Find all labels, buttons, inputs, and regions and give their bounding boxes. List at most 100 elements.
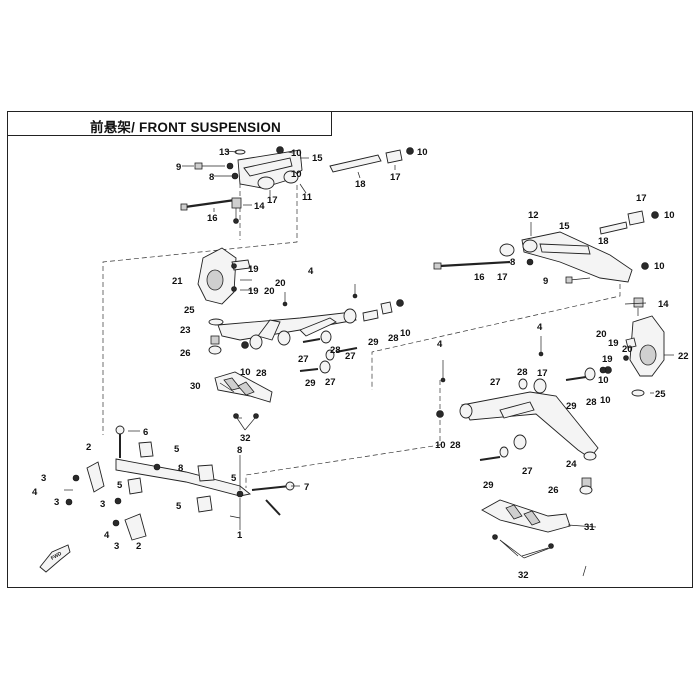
callout: 11 — [302, 192, 313, 203]
page-title: 前悬架/ FRONT SUSPENSION — [90, 120, 281, 135]
fwd-label: FWD — [50, 551, 63, 562]
callout: 10 — [240, 367, 251, 378]
callout: 9 — [176, 162, 181, 173]
callout: 17 — [390, 172, 401, 183]
callout: 22 — [678, 351, 689, 362]
callout: 28 — [256, 368, 267, 379]
callout: 27 — [490, 377, 501, 388]
callout: 2 — [86, 442, 91, 453]
callout: 25 — [655, 389, 666, 400]
callout: 10 — [291, 169, 302, 180]
callout: 17 — [537, 368, 548, 379]
callout: 31 — [584, 522, 595, 533]
callout: 10 — [400, 328, 411, 339]
left-upper-arm-group — [180, 146, 414, 224]
callout: 29 — [483, 480, 494, 491]
callout: 19 — [602, 354, 613, 365]
callout: 19 — [248, 264, 259, 275]
callout: 13 — [219, 147, 230, 158]
callout: 20 — [622, 344, 633, 355]
left-upper-bushing — [283, 170, 299, 184]
callout: 7 — [304, 482, 309, 493]
callout: 9 — [543, 276, 548, 287]
callout: 8 — [237, 445, 242, 456]
callout: 1 — [237, 530, 243, 541]
callout: 5 — [231, 473, 237, 484]
callout: 14 — [658, 299, 669, 310]
left-upper-shaft — [329, 154, 382, 173]
callout: 26 — [180, 348, 191, 359]
callout: 2 — [136, 541, 141, 552]
right-upper-a-arm — [521, 231, 633, 283]
callout: 10 — [654, 261, 665, 272]
callout: 32 — [240, 433, 251, 444]
callout: 27 — [522, 466, 533, 477]
leader-lines — [128, 150, 674, 577]
left-upper-bushing — [257, 176, 275, 190]
left-upper-sleeve — [385, 149, 403, 164]
callout: 28 — [450, 440, 461, 451]
left-knuckle-hub-bore — [206, 269, 224, 291]
callout: 4 — [537, 322, 543, 333]
left-upper-arm-cross — [243, 157, 293, 177]
callout: 6 — [143, 427, 148, 438]
callout: 27 — [345, 351, 356, 362]
callout: 17 — [267, 195, 278, 206]
callout: 10 — [598, 375, 609, 386]
callout: 5 — [176, 501, 182, 512]
callout: 24 — [566, 459, 577, 470]
callout: 14 — [254, 201, 265, 212]
callout: 10 — [435, 440, 446, 451]
fwd-arrow-icon — [39, 544, 71, 573]
left-lower-bushing — [249, 334, 263, 350]
fwd-arrow: FWD — [39, 544, 71, 573]
title-box — [7, 111, 332, 136]
callout: 4 — [437, 339, 443, 350]
callout: 17 — [636, 193, 647, 204]
callout: 20 — [275, 278, 286, 289]
callout: 4 — [308, 266, 314, 277]
callout: 25 — [184, 305, 195, 316]
callout: 3 — [114, 541, 119, 552]
callout: 27 — [325, 377, 336, 388]
callout: 8 — [510, 257, 515, 268]
callout: 10 — [291, 148, 302, 159]
callout: 3 — [100, 499, 105, 510]
callout: 16 — [474, 272, 485, 283]
callout: 10 — [417, 147, 428, 158]
callout: 15 — [312, 153, 323, 164]
callout: 12 — [528, 210, 539, 221]
left-upper-nut — [406, 147, 414, 155]
callout: 30 — [190, 381, 201, 392]
callout: 5 — [117, 480, 123, 491]
right-knuckle-group — [604, 315, 665, 397]
callout: 19 — [248, 286, 259, 297]
callout: 26 — [548, 485, 559, 496]
callout: 32 — [518, 570, 529, 581]
callout: 4 — [32, 487, 38, 498]
callout: 17 — [497, 272, 508, 283]
callout: 20 — [596, 329, 607, 340]
right-skid-guard-group — [481, 499, 571, 557]
left-knuckle-group — [197, 247, 358, 326]
callout: 29 — [566, 401, 577, 412]
diagram-frame — [7, 111, 693, 588]
callout: 20 — [264, 286, 275, 297]
callout: 10 — [600, 395, 611, 406]
callout: 18 — [598, 236, 609, 247]
callout: 28 — [586, 397, 597, 408]
callout: 8 — [178, 463, 183, 474]
callout: 28 — [517, 367, 528, 378]
callout: 27 — [298, 354, 309, 365]
callout: 15 — [559, 221, 570, 232]
callout: 23 — [180, 325, 191, 336]
right-lower-arm-group — [436, 336, 607, 495]
callout: 28 — [330, 345, 341, 356]
callout: 21 — [172, 276, 183, 287]
callout: 3 — [54, 497, 59, 508]
stabilizer-bar — [115, 458, 252, 497]
stabilizer-bar-group — [64, 425, 295, 541]
left-lower-arm-group — [208, 299, 404, 374]
callouts: 13 10 15 9 8 10 11 18 17 10 17 16 14 21 … — [32, 147, 689, 581]
